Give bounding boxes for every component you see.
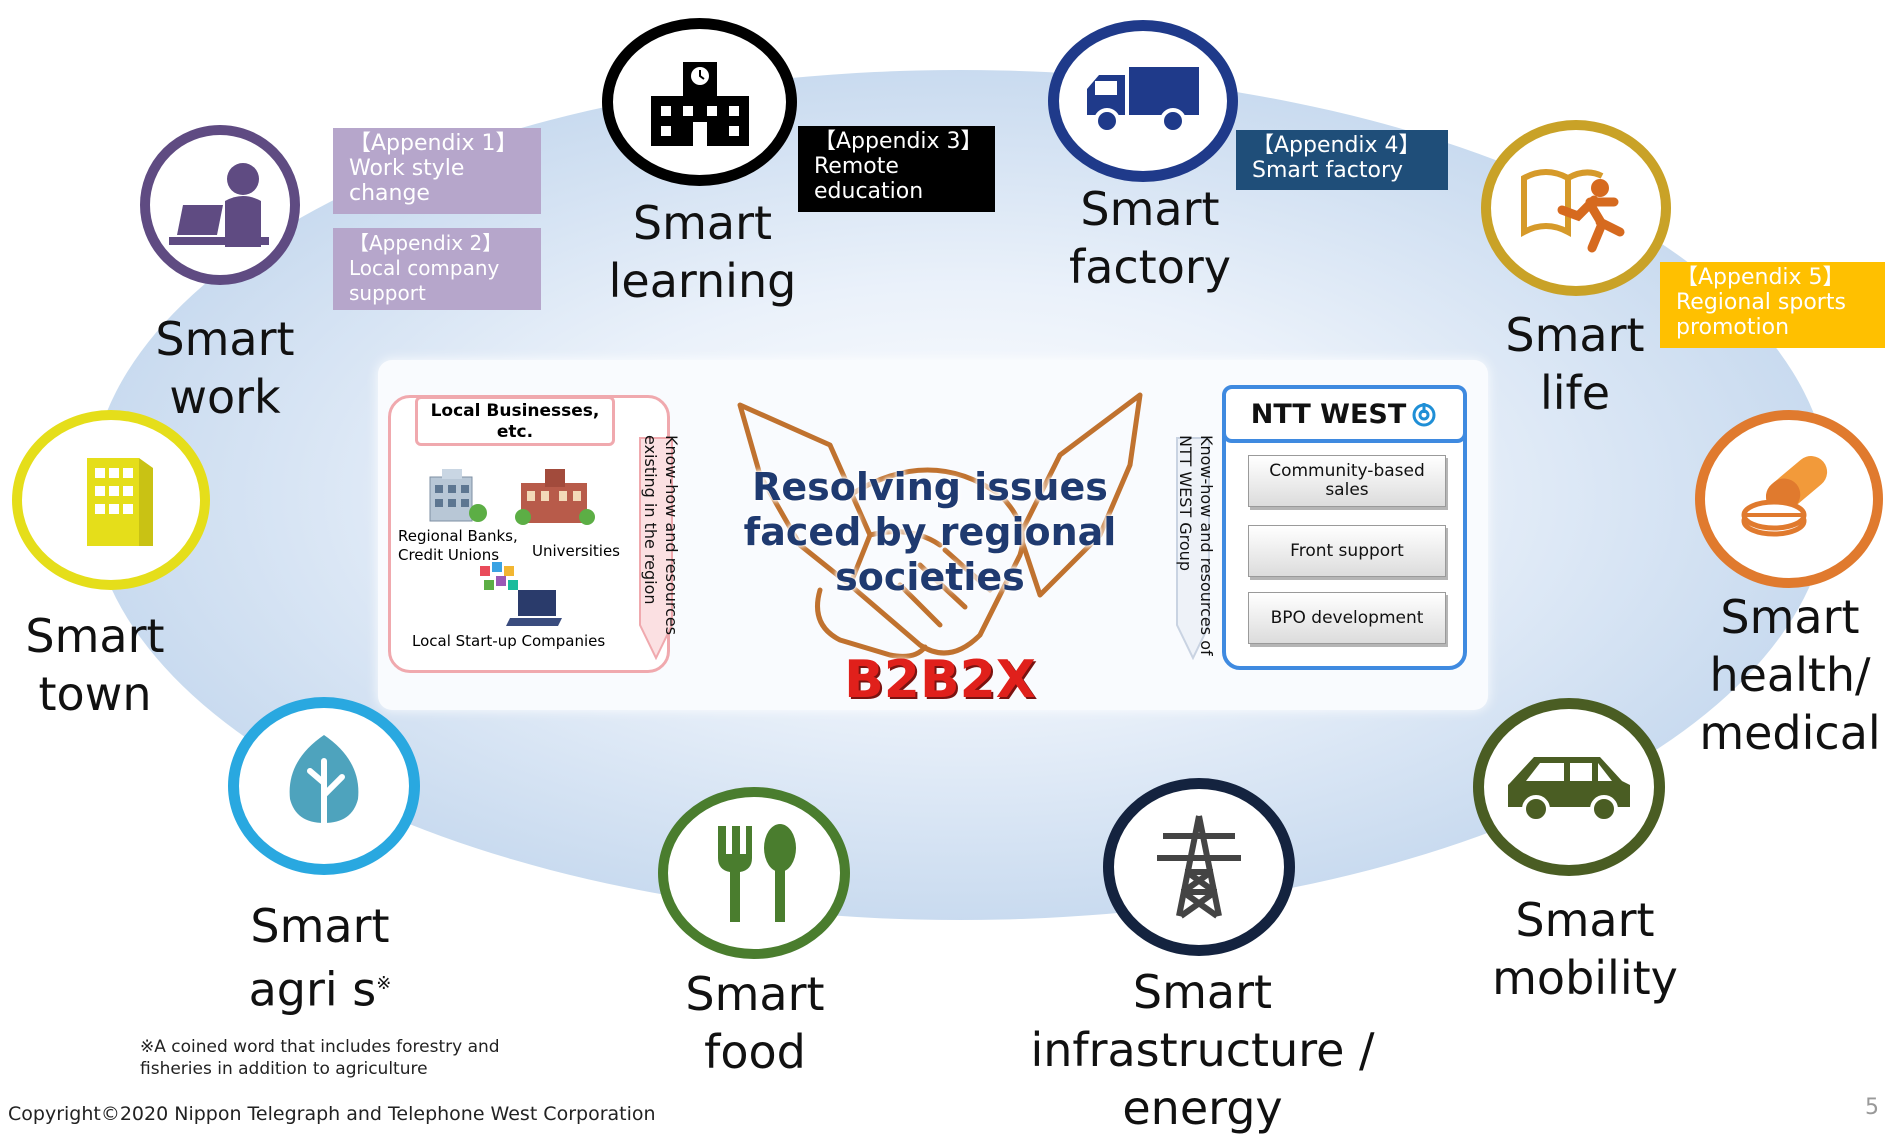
center-headline: Resolving issues faced by regional socie… [743,465,1117,599]
smart-factory-circle [1048,20,1238,182]
truck-icon [1087,67,1199,134]
appendix-1-tag: 【Appendix 1】 Work style change [333,128,541,214]
office-building-icon [87,458,153,546]
smart-mobility-label: Smart mobility [1492,893,1678,1005]
smart-agri-circle [228,697,420,875]
smart-food-circle [658,787,850,959]
regional-banks-label: Regional Banks, Credit Unions [398,527,518,564]
copyright: Copyright©2020 Nippon Telegraph and Tele… [8,1103,656,1125]
smart-infra-circle [1103,778,1295,956]
handshake-icon [737,392,1143,659]
school-building-icon [650,62,749,146]
smart-health-circle [1695,410,1883,588]
community-based-sales-item: Community-based sales [1248,455,1446,507]
ntt-knowhow-arrow [1176,437,1210,660]
universities-label: Universities [532,542,621,560]
footnote: ※A coined word that includes forestry an… [140,1037,500,1079]
front-support-item: Front support [1248,525,1446,577]
ntt-west-title: NTT WEST [1250,398,1407,430]
bank-building-icon [429,469,487,522]
smart-life-label: Smart life [1505,308,1645,420]
leaf-icon [289,735,359,841]
university-building-icon [515,469,595,525]
pills-capsule-icon [1741,456,1828,537]
smart-agri-label: Smart agri s※ [240,897,400,1018]
smart-learning-label: Smart learning [608,196,797,308]
appendix-5-tag: 【Appendix 5】 Regional sports promotion [1660,262,1885,348]
appendix-3-tag: 【Appendix 3】 Remote education [798,126,995,212]
appendix-4-tag: 【Appendix 4】 Smart factory [1236,130,1448,190]
startup-apps-laptop-icon [480,562,562,626]
smart-work-label: Smart work [155,312,295,424]
car-icon [1508,757,1630,823]
local-businesses-title: Local Businesses, etc. [415,396,615,446]
smart-factory-label: Smart factory [1069,182,1231,294]
smart-food-label: Smart food [685,967,825,1079]
bpo-development-item: BPO development [1248,592,1446,644]
page-number: 5 [1865,1095,1879,1120]
smart-agri-mark: ※ [376,973,392,994]
smart-work-circle [140,125,300,285]
local-knowhow-text: Know-how and resources existing in the r… [641,435,681,636]
power-tower-icon [1157,815,1241,919]
fork-spoon-icon [718,824,796,922]
smart-agri-text: Smart agri s [248,899,390,1017]
person-at-laptop-icon [169,163,269,247]
smart-mobility-circle [1473,698,1665,876]
smart-learning-circle [602,18,797,186]
smart-town-circle [12,410,210,590]
smart-infra-label: Smart infrastructure / energy [1030,965,1375,1135]
b2b2x-label: B2B2X [844,650,1036,710]
local-knowhow-arrow [639,437,673,660]
smart-health-label: Smart health/ medical [1699,590,1881,760]
ntt-west-title-box: NTT WEST [1222,385,1467,443]
ntt-logo-icon [1412,403,1436,427]
local-startups-label: Local Start-up Companies [412,632,606,650]
ntt-knowhow-text: Know-how and resources of NTT WEST Group [1176,435,1216,656]
appendix-2-tag: 【Appendix 2】 Local company support [333,228,541,310]
smart-life-circle [1481,120,1671,296]
smart-town-label: Smart town [25,609,165,721]
book-runner-icon [1521,169,1625,253]
